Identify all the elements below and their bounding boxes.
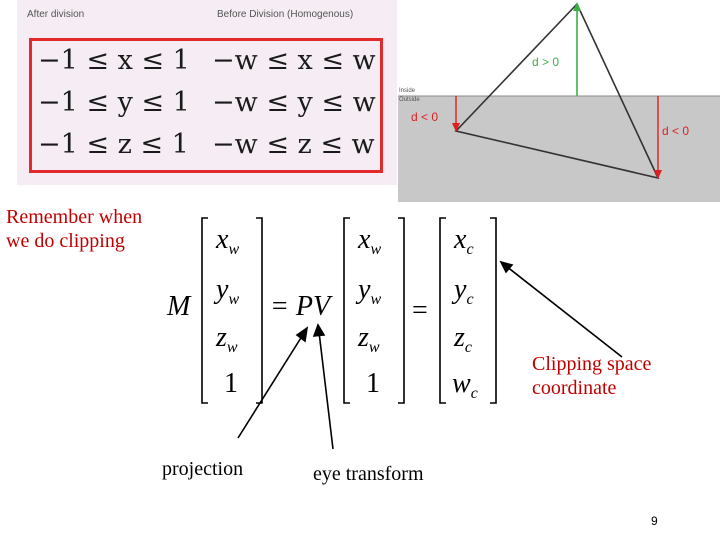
outside-region xyxy=(398,96,720,202)
v2-x: xw xyxy=(358,224,382,258)
after-division-label: After division xyxy=(27,9,85,20)
v1-one: 1 xyxy=(224,368,238,399)
equals-PV: = PV xyxy=(270,291,331,322)
d-positive-label: d > 0 xyxy=(532,55,559,69)
bracket-left-1 xyxy=(201,217,208,404)
remember-line-2: we do clipping xyxy=(6,230,125,252)
v3-w: wc xyxy=(452,368,478,402)
before-row-x: −w ≤ x ≤ w xyxy=(212,45,376,76)
v3-z: zc xyxy=(454,322,473,356)
clipping-line-2: coordinate xyxy=(532,377,617,399)
remember-line-1: Remember when xyxy=(6,206,143,228)
matrix-M: M xyxy=(167,291,191,322)
outside-label: Outside xyxy=(399,97,420,103)
d-negative-left-label: d < 0 xyxy=(411,110,438,124)
arrow-projection-head xyxy=(295,326,309,343)
remember-clipping-label: Remember when we do clipping xyxy=(6,205,142,253)
before-division-label: Before Division (Homogenous) xyxy=(217,9,354,20)
v2-z: zw xyxy=(358,322,380,356)
after-row-x: −1 ≤ x ≤ 1 xyxy=(38,45,190,76)
v1-x: xw xyxy=(216,224,240,258)
v1-z: zw xyxy=(216,322,238,356)
bracket-left-2 xyxy=(343,217,350,404)
page-number: 9 xyxy=(651,514,658,528)
clipping-table-image: After division Before Division (Homogeno… xyxy=(17,0,397,185)
bracket-right-3 xyxy=(490,217,497,404)
v1-y: yw xyxy=(216,274,240,308)
before-row-z: −w ≤ z ≤ w xyxy=(212,129,375,160)
clipping-diagram: d > 0 d < 0 d < 0 Inside Outside xyxy=(398,0,720,202)
red-arrow-left xyxy=(452,123,460,132)
bracket-right-1 xyxy=(256,217,263,404)
bracket-left-3 xyxy=(439,217,446,404)
triangle xyxy=(454,2,660,180)
green-arrow xyxy=(573,2,581,11)
red-arrow-right xyxy=(654,170,662,179)
after-row-z: −1 ≤ z ≤ 1 xyxy=(38,129,189,160)
arrow-clip-line xyxy=(505,265,623,358)
d-negative-right-label: d < 0 xyxy=(662,124,689,138)
inequality-box: −1 ≤ x ≤ 1 −w ≤ x ≤ w −1 ≤ y ≤ 1 −w ≤ y … xyxy=(29,38,383,173)
after-row-y: −1 ≤ y ≤ 1 xyxy=(38,87,190,118)
v2-one: 1 xyxy=(366,368,380,399)
eye-transform-label: eye transform xyxy=(313,463,424,485)
arrow-clip-head xyxy=(499,260,514,274)
inside-label: Inside xyxy=(399,88,416,94)
equals-sign: = xyxy=(412,295,428,326)
v3-x: xc xyxy=(454,224,474,258)
clipping-space-label: Clipping space coordinate xyxy=(532,352,651,400)
projection-label: projection xyxy=(162,458,244,480)
v3-y: yc xyxy=(454,274,474,308)
bracket-right-2 xyxy=(398,217,405,404)
v2-y: yw xyxy=(358,274,382,308)
arrow-eye-line xyxy=(318,331,334,450)
clipping-line-1: Clipping space xyxy=(532,353,652,375)
before-row-y: −w ≤ y ≤ w xyxy=(212,87,376,118)
arrow-eye-head xyxy=(312,323,326,337)
arrow-projection-line xyxy=(237,332,305,439)
